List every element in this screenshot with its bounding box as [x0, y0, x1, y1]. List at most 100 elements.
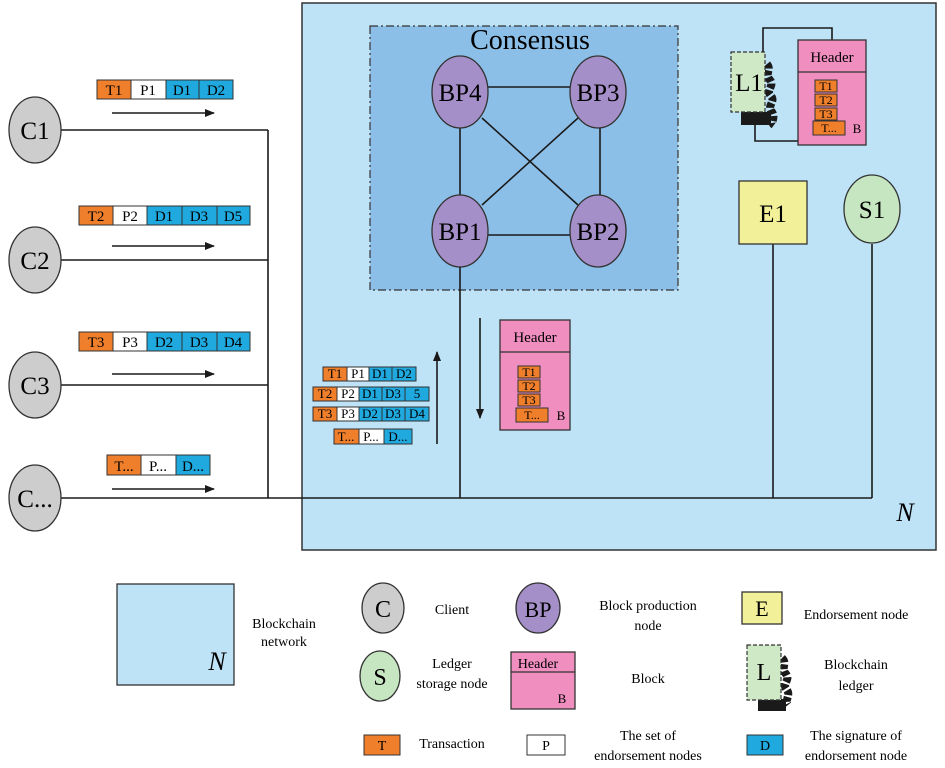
client-2: C2	[8, 226, 62, 294]
packet-1-p: P1	[140, 83, 156, 99]
client-2-label: C2	[20, 248, 49, 275]
legend-client-swatch	[361, 582, 405, 634]
legend-sig-symbol: D	[760, 739, 770, 754]
new-block-tx-3: T3	[522, 393, 535, 407]
storage-node-label: S1	[859, 197, 885, 224]
ledger-block-header: Header	[810, 50, 853, 66]
legend-bp-text-1: Block production	[599, 599, 697, 614]
new-block: Header T1 T2 T3 T... B	[499, 319, 571, 431]
pool-3-p: P3	[341, 406, 355, 421]
packet-2-d1: D1	[155, 209, 173, 225]
client-1: C1	[8, 96, 62, 164]
legend-ledger-symbol: L	[757, 660, 772, 686]
legend-pset-text-1: The set of	[620, 729, 676, 744]
bp-node-2-label: BP2	[576, 219, 619, 246]
bp-node-1-label: BP1	[438, 219, 481, 246]
ledger-l1-label: L1	[735, 70, 763, 97]
pool-row-2: T2 P2 D1 D3 5	[312, 386, 430, 402]
legend-tx-text: Transaction	[419, 737, 485, 752]
packet-2-d2: D3	[190, 209, 208, 225]
pool-1-d1: D1	[372, 366, 388, 381]
endorsement-node-e1: E1	[738, 180, 808, 245]
legend-sig-text-2: endorsement node	[805, 749, 907, 764]
new-block-header: Header	[513, 330, 556, 346]
pool-more-p: P...	[363, 429, 379, 444]
pool-2-t: T2	[318, 386, 332, 401]
legend-client-symbol: C	[375, 597, 391, 623]
client-1-packet: T1 P1 D1 D2	[96, 79, 234, 100]
bp-connections	[459, 86, 601, 236]
pool-1-t: T1	[328, 366, 342, 381]
packet-1-t: T1	[106, 83, 123, 99]
legend-pset-swatch	[526, 734, 566, 756]
packet-3-d3: D4	[224, 335, 243, 351]
pool-2-d2: D3	[385, 386, 401, 401]
client-more-label: C...	[17, 486, 52, 513]
ledger-block-tx-more: T...	[821, 121, 836, 135]
pool-2-d1: D1	[362, 386, 378, 401]
bp-node-3: BP3	[569, 55, 627, 129]
new-block-b: B	[557, 408, 566, 423]
pool-3-d2: D3	[385, 406, 401, 421]
legend-ledger-swatch	[746, 644, 782, 701]
legend-bp-swatch	[515, 582, 561, 634]
pool-3-d3: D4	[409, 406, 425, 421]
legend-pset-symbol: P	[542, 739, 550, 754]
ledger-l1: L1	[730, 51, 778, 129]
legend-storage-text-1: Ledger	[432, 657, 472, 672]
legend-storage-swatch	[359, 650, 401, 702]
client-more-packet: T... P... D...	[106, 454, 211, 476]
ledger-block-b: B	[853, 121, 862, 136]
ledger-block-tx-3: T3	[819, 107, 832, 121]
storage-node-s1: S1	[843, 174, 901, 244]
tx-pool: T1 P1 D1 D2 T2 P2 D1 D3 5 T3 P3 D2	[312, 366, 430, 445]
pool-more-t: T...	[338, 429, 355, 444]
legend-sig-text-1: The signature of	[810, 729, 902, 744]
consensus-region	[369, 25, 679, 291]
packet-more-d: D...	[182, 459, 204, 475]
pool-1-p: P1	[351, 366, 365, 381]
client-3-packet: T3 P3 D2 D3 D4	[78, 331, 251, 352]
pool-row-3: T3 P3 D2 D3 D4	[312, 406, 430, 422]
packet-more-t: T...	[114, 459, 133, 475]
legend-block-header: Header	[518, 657, 559, 672]
legend-bp-symbol: BP	[525, 597, 552, 622]
endorsement-node-label: E1	[759, 201, 787, 228]
packet-2-d3: D5	[224, 209, 242, 225]
legend-pset-text-2: endorsement nodes	[594, 749, 702, 764]
new-block-tx-1: T1	[522, 365, 535, 379]
network-label: N	[895, 498, 915, 527]
pool-more-d: D...	[388, 429, 407, 444]
pool-3-d1: D2	[362, 406, 378, 421]
legend-tx-swatch	[363, 734, 401, 756]
pool-2-p: P2	[341, 386, 355, 401]
client-3: C3	[8, 351, 62, 419]
packet-2-t: T2	[88, 209, 105, 225]
new-block-tx-2: T2	[522, 379, 535, 393]
packet-2-p: P2	[122, 209, 138, 225]
legend-block-b: B	[558, 691, 567, 706]
legend-bp-text-2: node	[634, 619, 661, 634]
packet-more-p: P...	[149, 459, 167, 475]
legend-block-swatch	[510, 651, 576, 710]
legend-endorse-symbol: E	[755, 596, 768, 621]
ledger-block-tx-1: T1	[819, 79, 832, 93]
packet-3-t: T3	[88, 335, 105, 351]
legend-network-swatch	[116, 583, 235, 686]
pool-row-1: T1 P1 D1 D2	[322, 366, 417, 382]
legend-sig-swatch	[746, 734, 784, 756]
client-1-label: C1	[20, 118, 49, 145]
legend-endorse-swatch	[741, 591, 783, 625]
legend-block-text: Block	[631, 672, 664, 687]
bp-node-3-label: BP3	[576, 80, 619, 107]
legend-network-symbol: N	[207, 647, 227, 676]
legend-client-text: Client	[435, 603, 469, 618]
pool-row-more: T... P... D...	[333, 428, 413, 445]
client-2-packet: T2 P2 D1 D3 D5	[78, 205, 251, 226]
new-block-tx-more: T...	[524, 408, 539, 422]
client-3-label: C3	[20, 373, 49, 400]
packet-3-p: P3	[122, 335, 138, 351]
legend: N Blockchain network C Client BP Block p…	[116, 582, 908, 764]
client-more: C...	[8, 464, 62, 532]
